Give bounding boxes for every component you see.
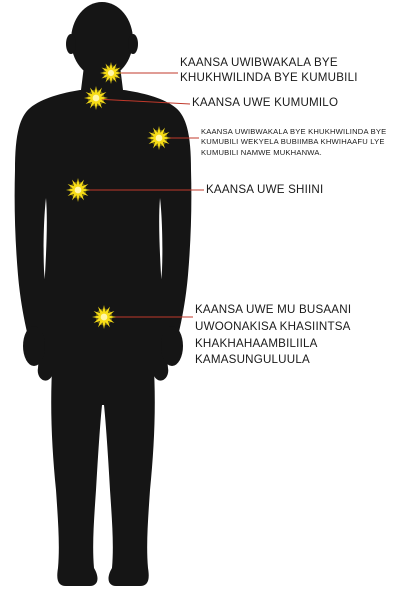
label-breast-cancer: KAANSA UWE SHIINI xyxy=(206,183,386,198)
human-silhouette xyxy=(15,2,192,586)
label-throat-cancer: KAANSA UWE KUMUMILO xyxy=(192,96,392,111)
label-cervical-cancer: KAANSA UWE MU BUSAANI UWOONAKISA KHASIIN… xyxy=(195,302,395,369)
label-lymphoma: KAANSA UWIBWAKALA BYE KHUKHWILINDA BYE K… xyxy=(201,127,395,158)
label-thyroid-cancer: KAANSA UWIBWAKALA BYE KHUKHWILINDA BYE K… xyxy=(180,56,390,86)
